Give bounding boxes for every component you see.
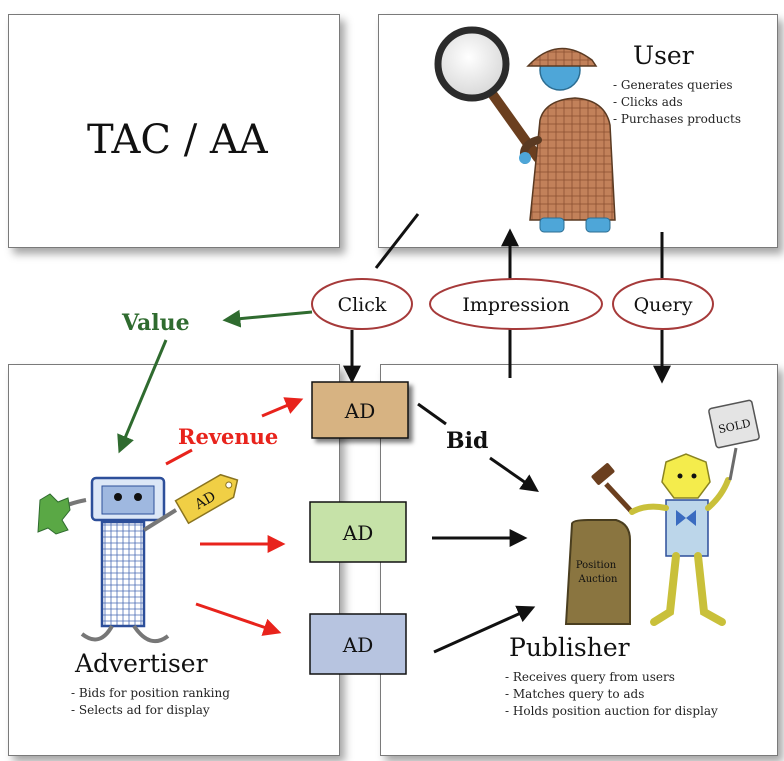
- click-line-top: [374, 213, 420, 269]
- value-arrow-down: [117, 339, 168, 454]
- bid-label: Bid: [446, 428, 488, 454]
- value-arrow-left: [222, 309, 313, 328]
- user-bullet: Clicks ads: [613, 94, 741, 111]
- advertiser-panel: Advertiser Bids for position ranking Sel…: [8, 364, 340, 756]
- bid-arrow-3: [433, 605, 536, 654]
- auction-sign-line2: Auction: [578, 574, 619, 585]
- click-label: Click: [338, 294, 387, 316]
- auction-sign-line1: Position: [576, 560, 617, 571]
- tac-aa-panel: TAC / AA: [8, 14, 340, 248]
- bid-line-top: [417, 402, 447, 426]
- advertiser-robot-icon: AD: [37, 473, 239, 644]
- publisher-bullets: Receives query from users Matches query …: [505, 669, 718, 720]
- tac-aa-title: TAC / AA: [87, 117, 268, 163]
- ad3-box: AD: [309, 613, 407, 675]
- advertiser-bullets: Bids for position ranking Selects ad for…: [71, 685, 230, 719]
- publisher-bullet: Holds position auction for display: [505, 703, 718, 720]
- advertiser-bullet: Selects ad for display: [71, 702, 230, 719]
- advertiser-title: Advertiser: [75, 649, 208, 678]
- query-ellipse: [612, 278, 714, 330]
- publisher-title: Publisher: [509, 633, 630, 662]
- publisher-bullet: Receives query from users: [505, 669, 718, 686]
- user-bullet: Generates queries: [613, 77, 741, 94]
- advertiser-bullet: Bids for position ranking: [71, 685, 230, 702]
- revenue-line: [165, 448, 193, 466]
- user-bullets: Generates queries Clicks ads Purchases p…: [613, 77, 741, 128]
- user-bullet: Purchases products: [613, 111, 741, 128]
- revenue-arrow: [261, 397, 304, 418]
- ad2-label: AD: [342, 521, 373, 545]
- ad2-box: AD: [309, 501, 407, 563]
- advertiser-ad3-arrow: [195, 602, 282, 636]
- ad1-label: AD: [344, 399, 375, 423]
- user-title: User: [633, 41, 694, 70]
- user-detective-icon: [434, 26, 616, 233]
- query-label: Query: [634, 294, 693, 316]
- ad3-label: AD: [342, 633, 373, 657]
- revenue-label: Revenue: [178, 424, 278, 449]
- impression-ellipse: [429, 278, 603, 330]
- value-label: Value: [121, 310, 190, 336]
- click-ellipse: [311, 278, 413, 330]
- publisher-panel: Publisher Receives query from users Matc…: [380, 364, 778, 756]
- publisher-auctioneer-icon: Position Auction SOLD: [564, 399, 760, 626]
- ad1-box: AD: [311, 381, 409, 439]
- impression-label: Impression: [462, 294, 569, 316]
- bid-arrow-1: [489, 456, 539, 493]
- publisher-bullet: Matches query to ads: [505, 686, 718, 703]
